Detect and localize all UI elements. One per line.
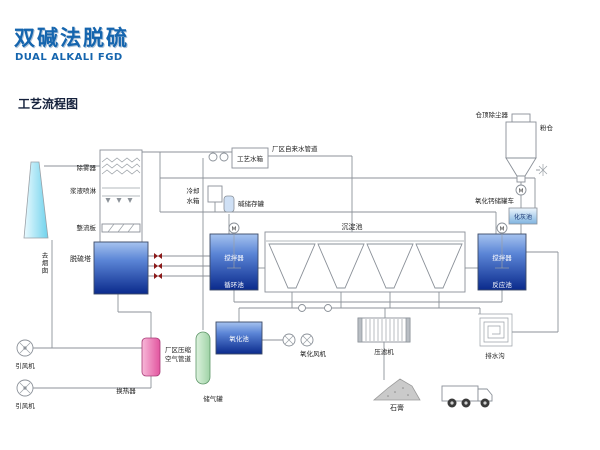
drainage-ditch-label: 排水沟	[485, 351, 505, 360]
circulation-pool-label: 循环池	[224, 280, 244, 289]
truck-icon	[441, 385, 493, 408]
agitator-right-label: 搅拌器	[492, 253, 512, 262]
oxidation-fan-icons	[282, 333, 314, 347]
induced-fan-2-icon	[16, 379, 34, 397]
reaction-pool	[477, 222, 527, 291]
cao-truck-label: 氧化钙储罐车	[475, 196, 515, 205]
pump-icons-bottom	[298, 304, 332, 312]
lime-slaking-label: 化灰池	[514, 213, 532, 221]
valve-icons	[154, 253, 162, 279]
process-water-tank	[231, 147, 269, 169]
drainage-ditch-icon	[478, 313, 513, 347]
oxidation-pool-label: 氧化池	[229, 334, 249, 343]
demister-icon	[101, 157, 141, 175]
section-heading: 工艺流程图	[18, 97, 79, 111]
tower-slurry-tank	[93, 241, 149, 295]
spray-label: 浆液喷淋	[70, 186, 97, 195]
page-subtitle: DUAL ALKALI FGD	[15, 52, 123, 63]
air-pipe-label-1: 厂区压缩	[165, 345, 192, 354]
filter-press	[357, 317, 411, 343]
cooling-water-tank	[207, 185, 223, 203]
gypsum-pile	[372, 378, 421, 401]
to-chimney-label: 去烟囱	[40, 251, 48, 275]
heat-exchanger-label: 换热器	[116, 386, 136, 395]
sedimentation-pool-label: 沉淀池	[342, 222, 363, 231]
pump-icons	[208, 152, 229, 162]
motor-left-label: M	[232, 227, 237, 233]
pipe-network	[33, 151, 559, 389]
alkali-tank-label: 碱储存罐	[238, 199, 265, 208]
gas-storage-tank	[195, 331, 211, 385]
induced-fan-1-label: 引风机	[15, 361, 35, 370]
dust-collector-label: 仓顶除尘器	[476, 110, 509, 119]
lime-slaking-pool	[508, 207, 538, 225]
filter-press-label: 压滤机	[374, 347, 394, 356]
agitator-left-label: 搅拌器	[224, 253, 244, 262]
process-water-tank-label: 工艺水箱	[237, 154, 264, 163]
powder-silo-label: 粉仓	[540, 123, 554, 132]
motor-silo-label: M	[519, 189, 524, 195]
induced-fan-2-label: 引风机	[15, 401, 35, 410]
desulfurization-tower	[93, 149, 149, 295]
induced-fan-1-icon	[16, 339, 34, 357]
dust-collector-icon	[511, 113, 531, 123]
air-pipe-label-2: 空气管道	[165, 354, 192, 363]
oxidation-pool	[215, 321, 263, 355]
motor-left-icon	[228, 222, 240, 234]
page-title: 双碱法脱硫	[14, 26, 129, 50]
chimney	[23, 161, 49, 239]
reaction-pool-label: 反应池	[492, 280, 512, 289]
motor-silo-icon	[515, 184, 527, 196]
tap-water-label: 厂区自来水管道	[272, 144, 318, 153]
circulation-pool	[209, 222, 259, 291]
alkali-storage-tank	[223, 195, 235, 213]
heat-exchanger	[141, 337, 161, 377]
cooling-tank-label-2: 水箱	[187, 196, 201, 205]
powder-silo	[505, 113, 537, 183]
spray-header-icon	[102, 187, 140, 203]
sedimentation-pool	[264, 231, 466, 293]
motor-right-icon	[496, 222, 508, 234]
tower-label: 脱硫塔	[70, 254, 91, 263]
gypsum-label: 石膏	[390, 403, 404, 412]
gas-tank-label: 储气罐	[203, 394, 223, 403]
demister-label: 除雾器	[77, 163, 97, 172]
rotary-valve-icon	[538, 164, 548, 176]
motor-right-label: M	[500, 227, 505, 233]
rectifier-plate-icon	[101, 223, 141, 233]
rectifier-label: 整流板	[77, 223, 97, 232]
cooling-tank-label-1: 冷却	[187, 186, 200, 195]
oxidation-fan-label: 氧化风机	[300, 349, 327, 358]
